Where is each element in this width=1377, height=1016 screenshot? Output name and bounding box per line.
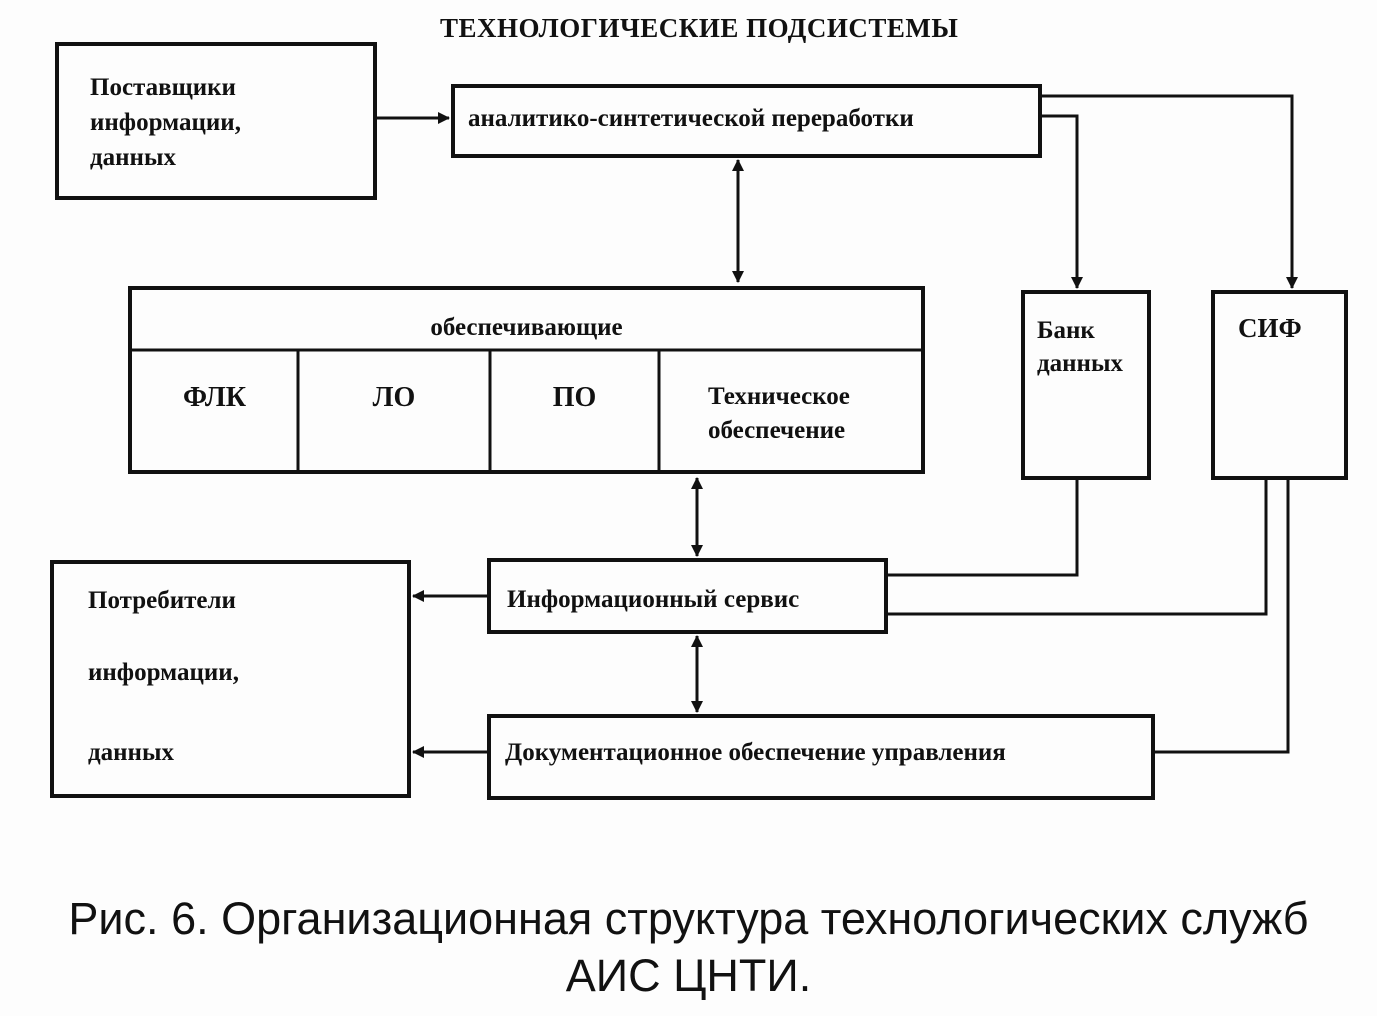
- doc-support-label: Документационное обеспечение управления: [505, 739, 1006, 766]
- line-databank-to-info-service: [888, 480, 1079, 577]
- suppliers-line-2: информации,: [90, 109, 241, 136]
- sif-box: [1211, 290, 1348, 480]
- tech-support-line-1: Техническое: [708, 383, 850, 410]
- arrow-analytic-to-sif: [1042, 94, 1298, 289]
- sif-label: СИФ: [1238, 313, 1302, 343]
- arrow-analytic-to-databank: [1042, 114, 1083, 289]
- suppliers-line-1: Поставщики: [90, 74, 236, 101]
- suppliers-label: Поставщики информации, данных: [90, 70, 241, 175]
- databank-line-2: данных: [1037, 350, 1123, 377]
- databank-label: Банк данных: [1037, 314, 1123, 380]
- doc-support-box: [487, 714, 1155, 800]
- figure-caption-line-2: АИС ЦНТИ.: [565, 950, 812, 1001]
- tech-support-line-2: обеспечение: [708, 417, 846, 444]
- consumers-box: [50, 560, 411, 798]
- databank-line-1: Банк: [1037, 317, 1095, 344]
- supporting-header-label: обеспечивающие: [430, 314, 623, 341]
- line-sif-to-info-service: [888, 480, 1268, 616]
- diagram-title: ТЕХНОЛОГИЧЕСКИЕ ПОДСИСТЕМЫ: [440, 13, 959, 43]
- lo-cell-label: ЛО: [372, 382, 416, 413]
- supporting-subsystems-box: [128, 286, 925, 474]
- suppliers-box: [55, 42, 377, 200]
- databank-box: [1021, 290, 1151, 480]
- line-sif-to-doc-support: [1155, 480, 1290, 754]
- info-service-label: Информационный сервис: [507, 586, 800, 613]
- flk-cell-label: ФЛК: [182, 382, 247, 413]
- tech-support-label: Техническое обеспечение: [708, 380, 850, 448]
- po-cell-label: ПО: [552, 382, 597, 413]
- consumers-line-2: информации,: [88, 659, 239, 686]
- analytic-processing-box: [451, 84, 1042, 158]
- consumers-line-1: Потребители: [88, 587, 236, 614]
- figure-caption-line-1: Рис. 6. Организационная структура технол…: [68, 893, 1309, 944]
- analytic-processing-label: аналитико-синтетической переработки: [468, 105, 914, 132]
- info-service-box: [487, 558, 888, 634]
- consumers-line-3: данных: [88, 739, 174, 766]
- suppliers-line-3: данных: [90, 144, 176, 171]
